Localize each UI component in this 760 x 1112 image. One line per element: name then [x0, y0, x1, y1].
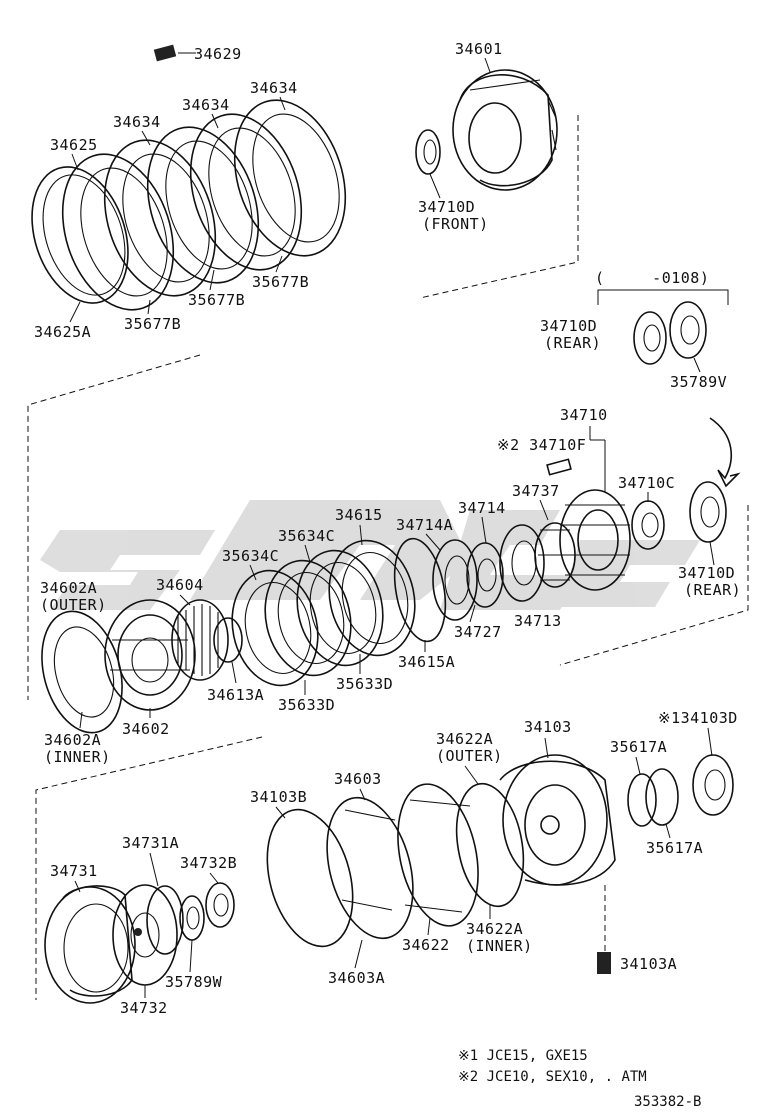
washer-134103d-drawing [692, 754, 734, 816]
oring-35617a-drawing [627, 768, 679, 827]
band-34603-drawing [326, 796, 414, 940]
washer-34710d-front-drawing [415, 129, 441, 199]
label-34634-b: 34634 [182, 96, 230, 114]
label-34622: 34622 [402, 936, 450, 954]
snap-ring-34615a-drawing [393, 537, 447, 643]
label-134103d: ※134103D [658, 709, 738, 727]
washer-34731a-drawing [146, 885, 184, 955]
label-35789w: 35789W [165, 973, 223, 991]
label-34713: 34713 [514, 612, 562, 630]
label-outer-2: (OUTER) [436, 747, 503, 765]
washer-34710d-rear-2-drawing [689, 481, 727, 566]
label-34601: 34601 [455, 40, 503, 58]
leader-lines [69, 57, 713, 998]
direction-arrow [709, 417, 741, 488]
washer-35789v-drawing [669, 301, 707, 373]
label-34615a: 34615A [398, 653, 455, 671]
label-34103: 34103 [524, 718, 572, 736]
clutch-pack-middle-drawing [231, 539, 416, 687]
note-2: ※2 JCE10, SEX10, . ATM [458, 1069, 647, 1085]
bolt-34103a-drawing [597, 952, 611, 974]
label-34714: 34714 [458, 499, 506, 517]
drum-34103-drawing [499, 754, 616, 886]
label-35677b-b: 35677B [188, 291, 245, 309]
label-35633d-a: 35633D [336, 675, 393, 693]
label-34622a-inner: 34622A [466, 920, 523, 938]
label-34731a: 34731A [122, 834, 179, 852]
label-34602a-outer: 34602A [40, 579, 97, 597]
drum-34601-drawing [452, 69, 558, 191]
label-34603: 34603 [334, 770, 382, 788]
label-35677b-a: 35677B [252, 273, 309, 291]
part-34629-drawing [153, 44, 196, 62]
gear-34714a-drawing [432, 539, 478, 621]
boundary-top-right [419, 115, 579, 299]
snap-ring-34613a-drawing [213, 617, 243, 684]
washer-34710d-rear-1-drawing [633, 311, 667, 365]
label-34625a: 34625A [34, 323, 91, 341]
bearing-34727-drawing [466, 542, 504, 623]
label-34103a: 34103A [620, 955, 677, 973]
range-bracket [597, 289, 729, 305]
label-34737: 34737 [512, 482, 560, 500]
label-35634c-a: 35634C [278, 527, 335, 545]
boundary-middle [27, 354, 201, 700]
seal-34622a-drawing [455, 782, 525, 908]
label-34727: 34727 [454, 623, 502, 641]
label-inner-1: (INNER) [44, 748, 111, 766]
label-34629: 34629 [194, 45, 242, 63]
clutch-plate-stack-drawing [61, 99, 347, 311]
label-35617a-a: 35617A [610, 738, 667, 756]
label-34603a: 34603A [328, 969, 385, 987]
label-rear-2: (REAR) [684, 581, 741, 599]
label-34634-c: 34634 [113, 113, 161, 131]
label-34103b: 34103B [250, 788, 307, 806]
washer-34602a-outer-drawing [41, 610, 123, 734]
label-34714a: 34714A [396, 516, 453, 534]
label-range-0108: ( -0108) [595, 269, 709, 287]
label-35617a-b: 35617A [646, 839, 703, 857]
label-rear-1: (REAR) [544, 334, 601, 352]
label-34710c: 34710C [618, 474, 675, 492]
label-outer-1: (OUTER) [40, 596, 107, 614]
piston-34602-drawing [104, 599, 196, 711]
label-34634-a: 34634 [250, 79, 298, 97]
band-34622-drawing [397, 783, 479, 927]
washer-34732b-drawing [205, 882, 235, 928]
label-34710d-rear-1: 34710D [540, 317, 597, 335]
label-34602a-inner: 34602A [44, 731, 101, 749]
label-34732b: 34732B [180, 854, 237, 872]
brake-band-34103b-drawing [266, 808, 354, 948]
label-front: (FRONT) [422, 215, 489, 233]
label-34732: 34732 [120, 999, 168, 1017]
figure-id: 353382-B [634, 1094, 701, 1110]
label-35789v: 35789V [670, 373, 727, 391]
label-35633d-b: 35633D [278, 696, 335, 714]
label-34710f: ※2 34710F [497, 436, 586, 454]
label-34615: 34615 [335, 506, 383, 524]
drum-34731-drawing [44, 885, 136, 1004]
boundary-bottom-left [35, 736, 263, 1000]
pin-34710f-drawing [546, 458, 572, 476]
label-34625: 34625 [50, 136, 98, 154]
carrier-34710-drawing [559, 489, 631, 591]
label-35677b-c: 35677B [124, 315, 181, 333]
spring-34604-drawing [171, 599, 229, 681]
snap-ring-34625a-drawing [31, 166, 129, 304]
label-34604: 34604 [156, 576, 204, 594]
label-34622a-outer: 34622A [436, 730, 493, 748]
label-inner-2: (INNER) [466, 937, 533, 955]
label-34613a: 34613A [207, 686, 264, 704]
label-35634c-b: 35634C [222, 547, 279, 565]
label-34731: 34731 [50, 862, 98, 880]
label-34710: 34710 [560, 406, 608, 424]
label-34710d-rear-2: 34710D [678, 564, 735, 582]
boundary-middle-right [559, 505, 749, 666]
gear-34732-drawing [112, 884, 178, 986]
label-34602: 34602 [122, 720, 170, 738]
label-34710d-front: 34710D [418, 198, 475, 216]
note-1: ※1 JCE15, GXE15 [458, 1048, 588, 1064]
